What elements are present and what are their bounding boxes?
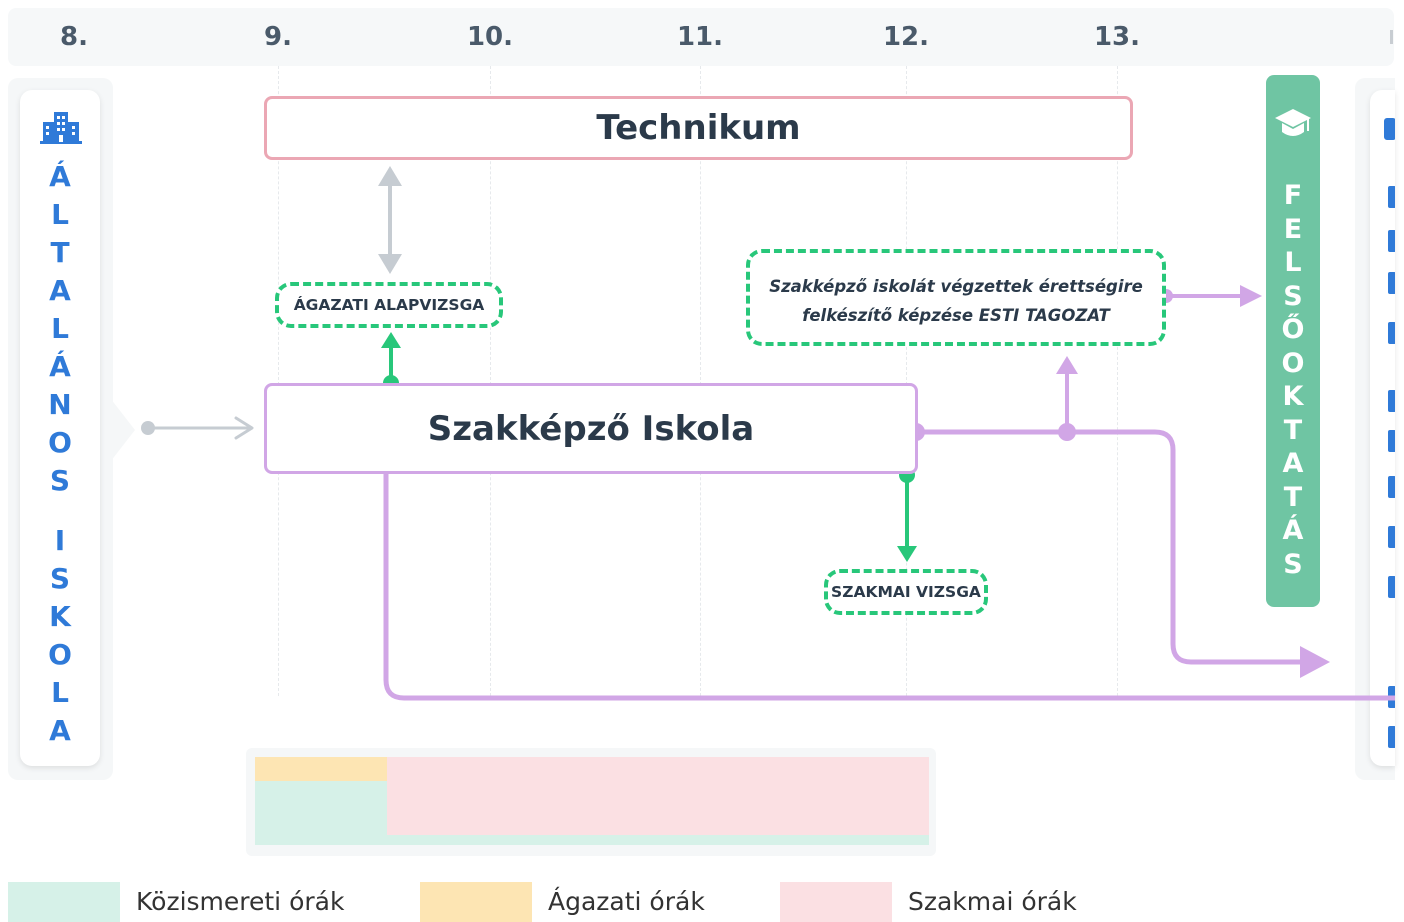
grade-13: 13. — [1093, 22, 1141, 52]
technikum-transfer-arrow — [378, 166, 402, 274]
grade-11: 11. — [676, 22, 724, 52]
graduation-cap-icon — [1275, 109, 1311, 136]
legend-label-szakmai: Szakmai órák — [908, 887, 1077, 916]
kozismereti-hours-segment — [255, 781, 387, 845]
entry-arrow — [141, 416, 254, 440]
kozismereti-hours-strip — [387, 835, 929, 845]
next-panel-letter — [1388, 476, 1395, 498]
grade-9: 9. — [264, 22, 292, 52]
grid-line-9 — [278, 66, 279, 696]
next-panel-letter — [1388, 726, 1395, 748]
grid-line-11 — [700, 66, 701, 696]
next-panel — [1370, 90, 1395, 766]
legend-swatch-szakmai — [780, 882, 892, 922]
legend-label-agazati: Ágazati órák — [548, 887, 705, 916]
esti-tagozat-line-1: Szakképző iskolát végzettek érettségire — [769, 277, 1143, 296]
legend-label-kozismereti: Közismereti órák — [136, 887, 345, 916]
esti-to-higher-ed-arrow — [1159, 285, 1262, 307]
esti-tagozat-box: Szakképző iskolát végzettek érettségire … — [746, 249, 1166, 346]
next-panel-icon — [1384, 118, 1395, 140]
next-panel-letter — [1388, 322, 1395, 344]
panel-notch — [100, 385, 135, 475]
grade-12: 12. — [882, 22, 930, 52]
grade-14-fragment — [1390, 30, 1393, 44]
technikum-box: Technikum — [264, 96, 1133, 160]
primary-school-panel — [20, 90, 100, 766]
szakkepzo-iskola-label: Szakképző Iskola — [427, 408, 755, 449]
school-building-icon — [40, 112, 82, 144]
szakmai-hours-segment — [387, 757, 929, 835]
next-panel-letter — [1388, 230, 1395, 252]
bottom-route — [383, 474, 1395, 701]
grade-header — [8, 8, 1394, 66]
next-panel-letter — [1388, 186, 1395, 208]
next-panel-letter — [1388, 272, 1395, 294]
agazati-hours-segment — [255, 757, 387, 781]
legend-swatch-kozismereti — [8, 882, 120, 922]
technikum-label: Technikum — [596, 108, 801, 148]
agazati-alapvizsga-box: ÁGAZATI ALAPVIZSGA — [275, 282, 503, 328]
szakmai-exam-arrow — [897, 467, 917, 562]
grid-line-12 — [906, 66, 907, 696]
grade-10: 10. — [466, 22, 514, 52]
esti-tagozat-line-2: felkészítő képzése ESTI TAGOZAT — [802, 306, 1110, 325]
szakkepzo-iskola-box: Szakképző Iskola — [264, 383, 918, 474]
grade-8: 8. — [60, 22, 88, 52]
next-panel-letter — [1388, 576, 1395, 598]
szakmai-vizsga-box: SZAKMAI VIZSGA — [824, 569, 988, 615]
legend-swatch-agazati — [420, 882, 532, 922]
grid-line-10 — [490, 66, 491, 696]
next-panel-letter — [1388, 526, 1395, 548]
grid-line-13 — [1117, 66, 1118, 696]
next-panel-letter — [1388, 390, 1395, 412]
next-panel-letter — [1388, 430, 1395, 452]
